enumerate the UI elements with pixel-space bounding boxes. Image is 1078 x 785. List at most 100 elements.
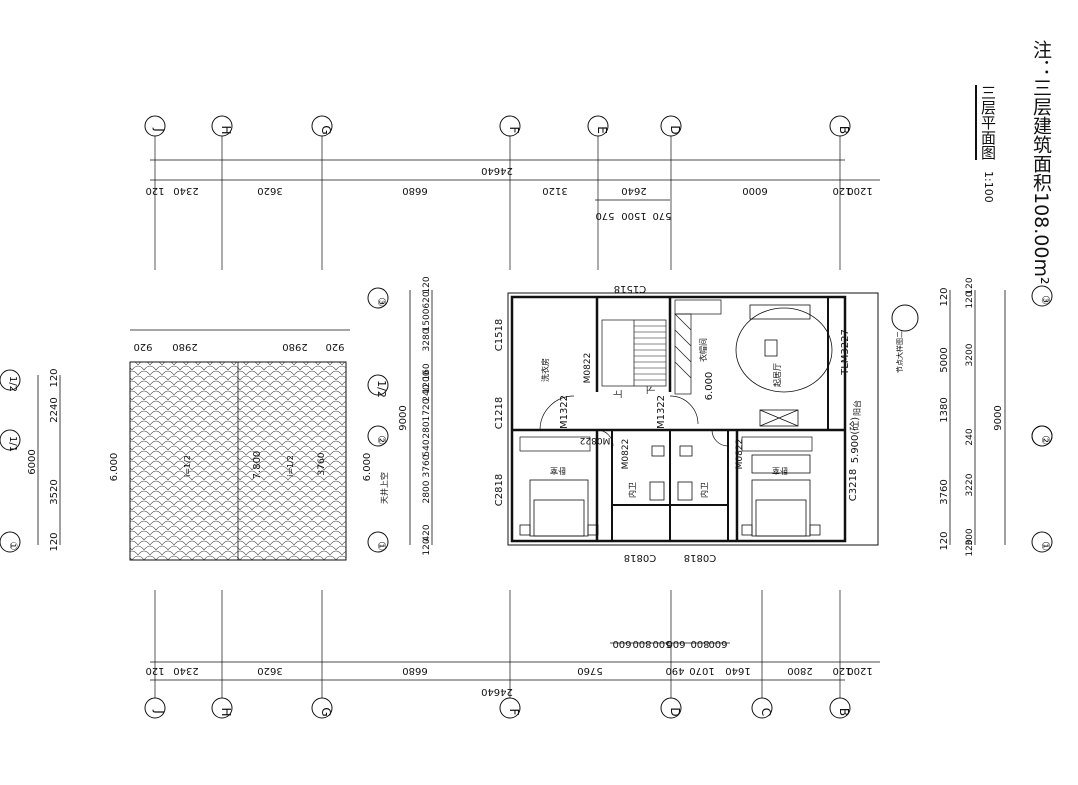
dim-text: 6000 — [27, 449, 38, 474]
dim-text: 120 — [145, 665, 164, 676]
elevation-label: 6.000 — [109, 453, 120, 482]
room-label: 卧室 — [550, 466, 566, 476]
axis-bubble-bottom — [144, 697, 166, 719]
dim-text: 800 — [690, 638, 709, 649]
elevation-label: 6.000 — [362, 453, 373, 482]
elevation-label: 5.900(砼) — [848, 417, 861, 464]
dim-text: 120 — [832, 665, 851, 676]
bath-fixtures — [649, 445, 693, 501]
axis-bubble-top — [499, 115, 521, 137]
axis-bubble-mid — [367, 425, 389, 447]
bed-left — [519, 479, 599, 537]
dim-text: 3760 — [422, 454, 432, 477]
dim-text: 3120 — [542, 185, 567, 196]
dim-text: 3280 — [422, 328, 432, 351]
lounge-furniture — [735, 304, 833, 427]
dim-text: 1200 — [847, 185, 872, 196]
axis-bubble-right — [1031, 425, 1053, 447]
axis-bubble-top — [311, 115, 333, 137]
axis-bubble-bottom — [829, 697, 851, 719]
dim-text: 1070 — [689, 665, 714, 676]
dim-text: 24640 — [481, 165, 513, 176]
axis-bubble-left — [0, 429, 21, 451]
dim-text: 1200 — [422, 370, 432, 393]
dim-text: 6000 — [742, 185, 767, 196]
door-label: M0822 — [621, 439, 631, 470]
dim-text: 2980 — [282, 341, 307, 352]
axis-label-mid: ② — [375, 435, 388, 445]
room-label: 起居厅 — [773, 363, 782, 387]
building-walls — [507, 292, 879, 546]
dim-text: 120 — [965, 539, 975, 556]
dim-text: 24640 — [481, 686, 513, 697]
dim-text: 1640 — [725, 665, 750, 676]
axis-bubble-top — [587, 115, 609, 137]
door-label: M0822 — [583, 353, 593, 384]
dim-text: 2640 — [621, 185, 646, 196]
dim-text: 9000 — [398, 405, 409, 430]
dim-text: 600 — [666, 638, 685, 649]
dim-text: 120 — [965, 291, 975, 308]
roof-slope-label: i=1/2 — [183, 455, 192, 477]
axis-bubble-bottom — [499, 697, 521, 719]
axis-label-right: ① — [1039, 541, 1052, 551]
axis-bubble-top — [829, 115, 851, 137]
axis-label-left: ① — [7, 542, 18, 551]
dim-text: 570 — [652, 210, 671, 221]
dim-text: 2980 — [172, 341, 197, 352]
axis-bubble-bottom — [311, 697, 333, 719]
elevation-label: 7.800 — [252, 451, 263, 480]
axis-label-right: ③ — [1039, 295, 1052, 305]
window-label: C0818 — [684, 552, 716, 563]
window-label: C3218 — [848, 469, 859, 501]
dim-text: 240 — [422, 384, 432, 401]
stair-label: 下 — [647, 385, 657, 394]
axis-label-top: D — [668, 125, 682, 134]
dim-text: 3760 — [939, 479, 950, 504]
axis-label-top: J — [152, 127, 166, 132]
dim-text: 2800 — [787, 665, 812, 676]
drawing-scale: 1:100 — [982, 171, 995, 203]
room-label: 内卫 — [699, 482, 709, 498]
door-swings — [539, 395, 729, 447]
dim-text: 1720 — [422, 398, 432, 421]
room-label: 阳台 — [852, 400, 862, 416]
axis-label-left: 1/2 — [7, 376, 18, 392]
axis-bubble-top — [211, 115, 233, 137]
drawing-title-text: 三层平面图 — [975, 85, 997, 160]
dimension-lines — [37, 159, 1006, 681]
axis-label-mid: ① — [375, 541, 388, 551]
dim-text: 800 — [632, 638, 651, 649]
dim-text: 280 — [422, 421, 432, 438]
dim-text: 120 — [939, 287, 950, 306]
door-label: M0822 — [580, 435, 611, 445]
axis-bubble-right — [1031, 531, 1053, 553]
axis-bubble-top — [660, 115, 682, 137]
dim-text: 1380 — [939, 397, 950, 422]
dim-text: 2340 — [173, 185, 198, 196]
elevation-label: 6.000 — [704, 372, 715, 401]
staircase — [601, 319, 667, 387]
axis-label-bottom: B — [837, 708, 851, 716]
dim-text: 120 — [939, 531, 950, 550]
axis-label-top: B — [837, 126, 851, 134]
axis-label-top: E — [595, 126, 609, 134]
dim-text: 5760 — [577, 665, 602, 676]
room-label: 洗衣房 — [540, 358, 550, 382]
window-label: C2818 — [494, 474, 505, 506]
dim-text: 120 — [965, 277, 975, 294]
axis-label-bottom: J — [152, 709, 166, 714]
axis-bubble-bottom — [660, 697, 682, 719]
dim-text: 540 — [422, 439, 432, 456]
window-label: C1518 — [494, 319, 505, 351]
dim-text: 3620 — [257, 185, 282, 196]
dim-text: 1500 — [422, 308, 432, 331]
roof-dim-label: 3760 — [317, 452, 327, 475]
stair-treads — [634, 325, 666, 381]
axis-label-top: G — [319, 125, 333, 134]
axis-bubble-right — [1031, 285, 1053, 307]
